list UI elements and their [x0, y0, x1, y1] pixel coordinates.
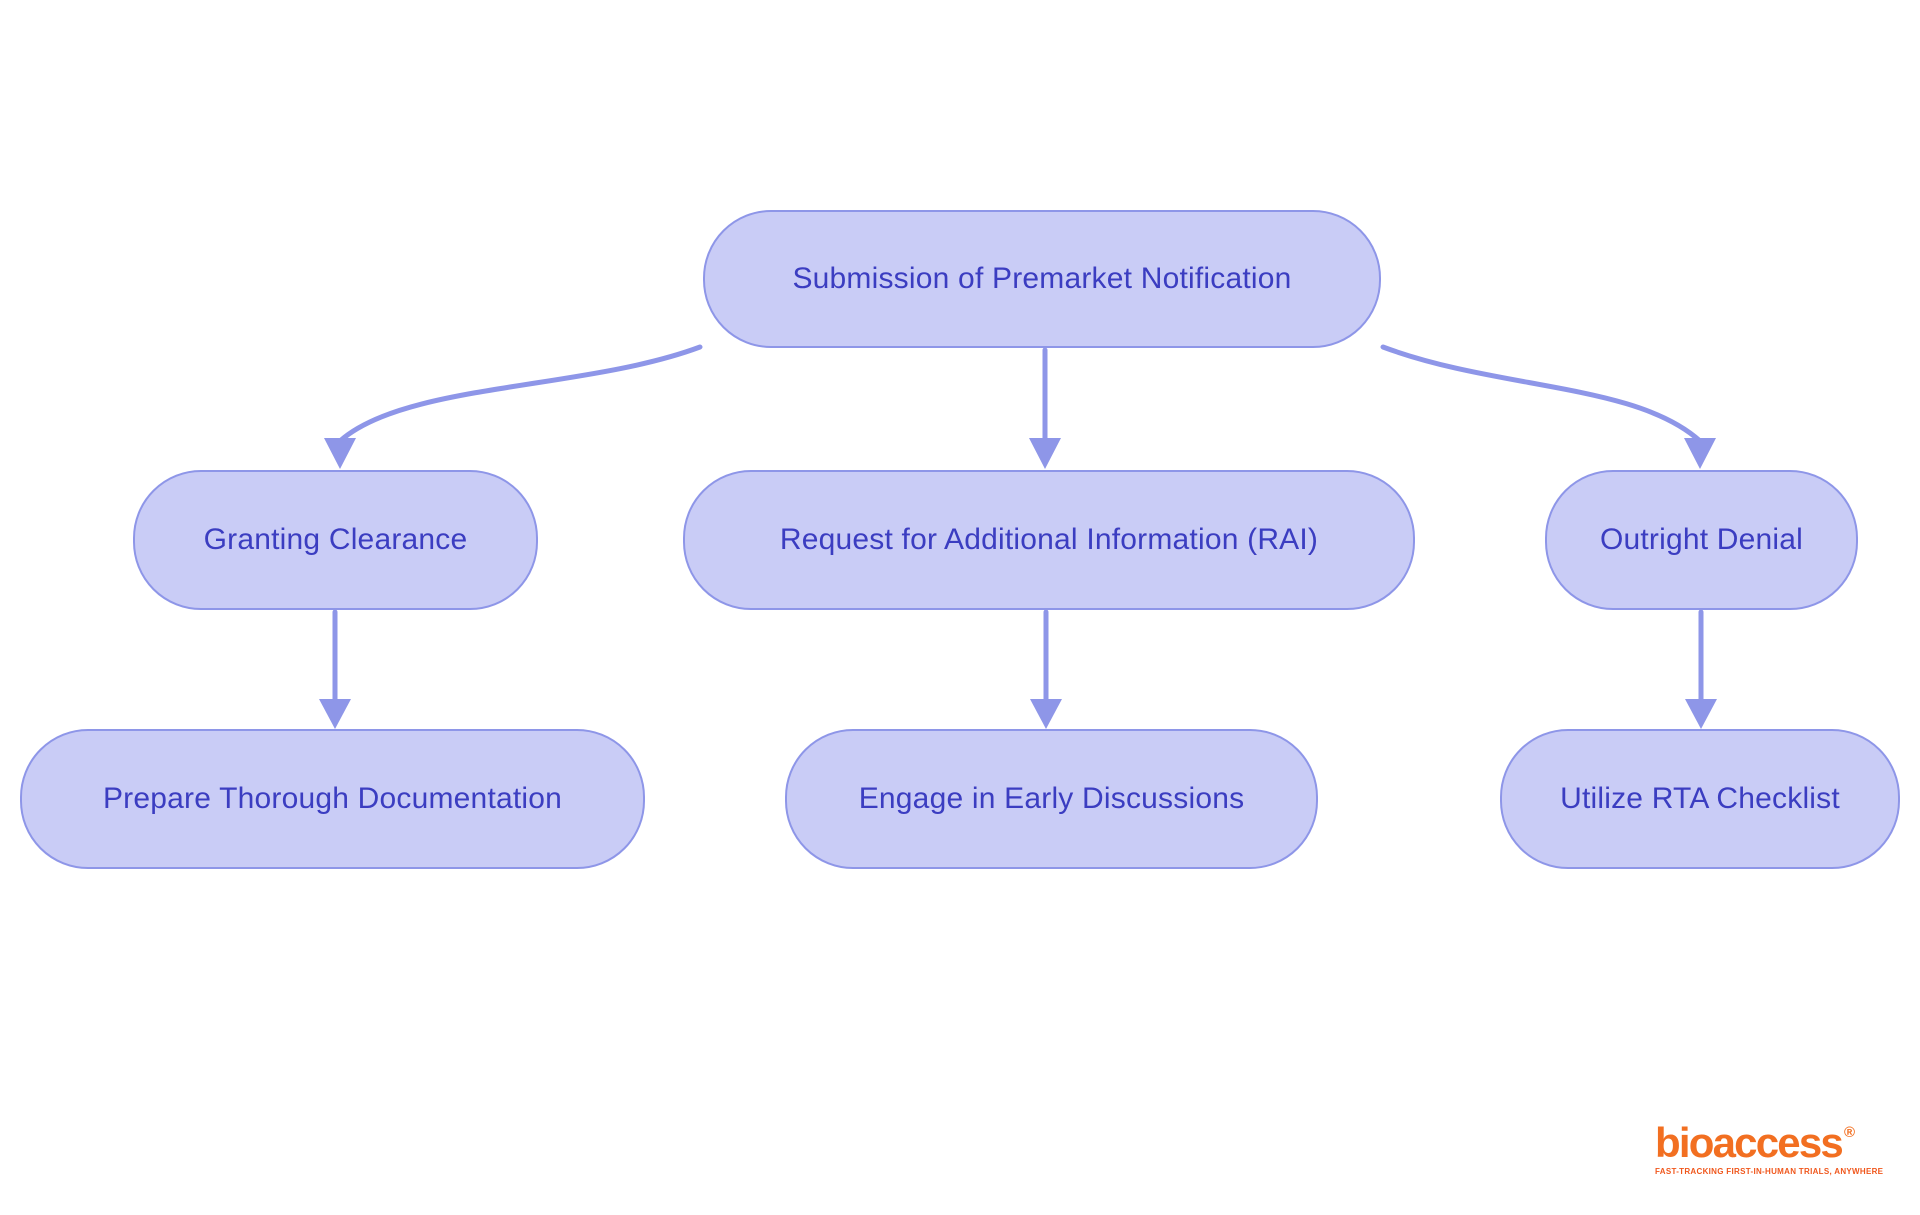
node-label: Request for Additional Information (RAI) — [779, 522, 1319, 556]
node-granting-clearance: Granting Clearance — [133, 470, 538, 610]
node-prepare-documentation: Prepare Thorough Documentation — [20, 729, 645, 869]
node-label: Engage in Early Discussions — [858, 781, 1245, 815]
registered-trademark-icon: ® — [1843, 1124, 1855, 1141]
bioaccess-tagline: FAST-TRACKING FIRST-IN-HUMAN TRIALS, ANY… — [1655, 1167, 1884, 1176]
node-submission: Submission of Premarket Notification — [703, 210, 1381, 348]
node-label: Granting Clearance — [203, 522, 468, 556]
edge-outright-denial-to-rta-checklist — [1685, 609, 1717, 729]
node-outright-denial: Outright Denial — [1545, 470, 1858, 610]
edge-submission-to-rai — [1029, 347, 1061, 469]
bioaccess-wordmark: bioaccess® — [1655, 1119, 1855, 1166]
bioaccess-logo: bioaccess® FAST-TRACKING FIRST-IN-HUMAN … — [1655, 1119, 1884, 1177]
edge-submission-to-outright-denial — [1380, 344, 1716, 469]
node-label: Utilize RTA Checklist — [1560, 781, 1840, 815]
node-label: Outright Denial — [1599, 522, 1804, 556]
node-label: Prepare Thorough Documentation — [102, 781, 563, 815]
node-rta-checklist: Utilize RTA Checklist — [1500, 729, 1900, 869]
node-rai: Request for Additional Information (RAI) — [683, 470, 1415, 610]
node-label: Submission of Premarket Notification — [792, 261, 1292, 295]
edge-submission-to-granting-clearance — [324, 344, 703, 469]
node-early-discussions: Engage in Early Discussions — [785, 729, 1318, 869]
edge-granting-clearance-to-prepare-documentation — [319, 609, 351, 729]
edge-rai-to-early-discussions — [1030, 609, 1062, 729]
